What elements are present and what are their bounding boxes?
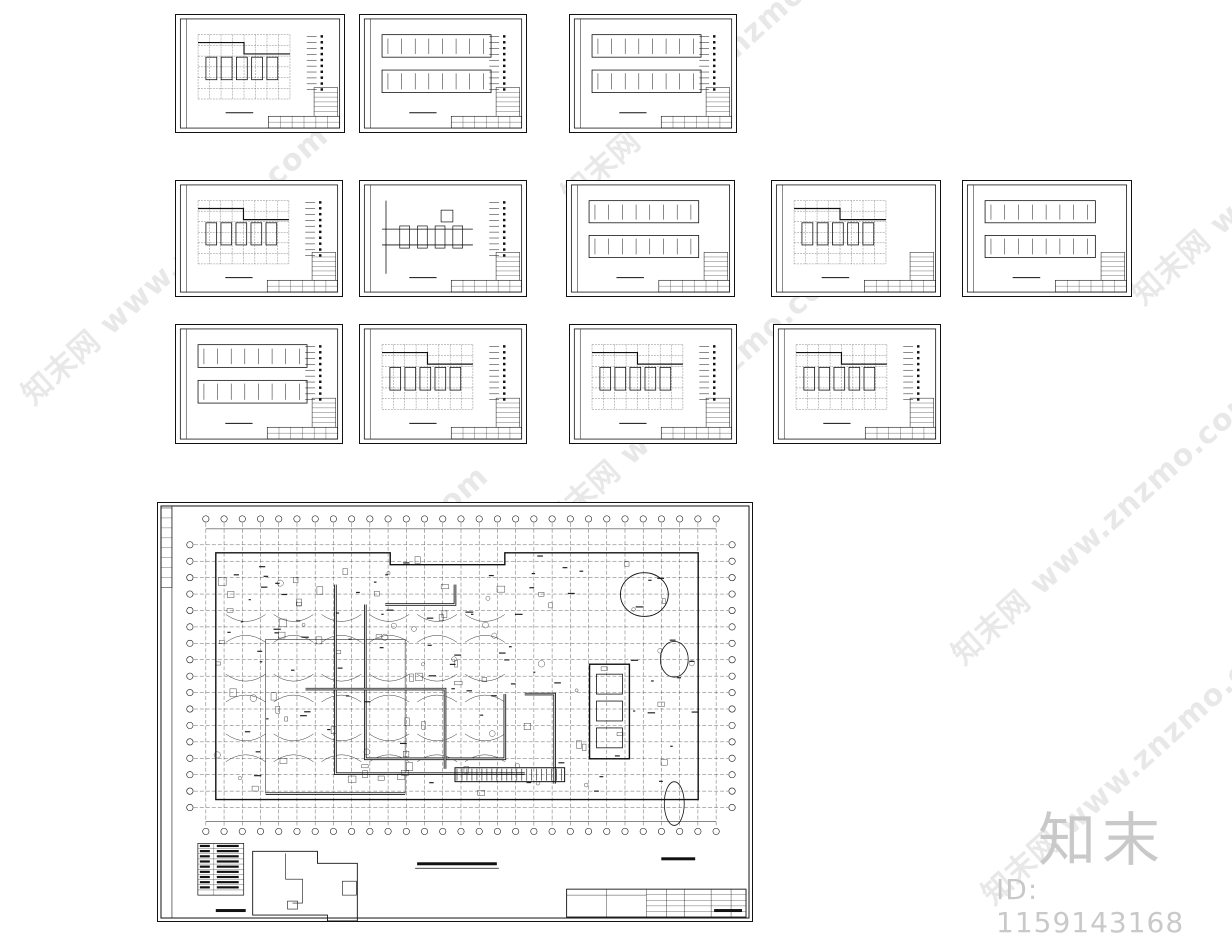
drawing-sheet-thumbnail[interactable] (175, 14, 345, 133)
drawing-sheet-thumbnail[interactable] (771, 180, 941, 297)
drawing-sheet-thumbnail[interactable] (962, 180, 1132, 297)
floor-plan-drawing (160, 505, 750, 921)
sheet-drawing (179, 18, 341, 129)
sheet-drawing (573, 18, 733, 129)
brand-logo-text: 知末 (1038, 806, 1167, 874)
sheet-drawing (363, 184, 523, 293)
sheet-drawing (777, 328, 937, 440)
drawing-sheet-thumbnail[interactable] (359, 14, 527, 133)
drawing-sheet-thumbnail[interactable] (773, 324, 941, 444)
sheet-drawing (966, 184, 1128, 293)
drawing-sheet-thumbnail[interactable] (175, 180, 343, 297)
sheet-drawing (363, 328, 523, 440)
drawing-sheet-thumbnail[interactable] (175, 324, 343, 444)
drawing-sheet-thumbnail[interactable] (359, 180, 527, 297)
brand-id-text: ID: 1159143168 (996, 873, 1185, 939)
drawing-sheet-thumbnail[interactable] (359, 324, 527, 444)
watermark-text: 知末网 www.znzmo.com (1125, 18, 1232, 312)
main-floor-plan-sheet[interactable] (157, 502, 753, 922)
drawing-sheet-thumbnail[interactable] (569, 14, 737, 133)
sheet-drawing (573, 328, 733, 440)
drawing-sheet-thumbnail[interactable] (566, 180, 735, 297)
sheet-drawing (775, 184, 937, 293)
sheet-drawing (179, 328, 339, 440)
sheet-drawing (179, 184, 339, 293)
sheet-drawing (363, 18, 523, 129)
sheet-drawing (570, 184, 731, 293)
drawing-sheet-thumbnail[interactable] (569, 324, 737, 444)
watermark-text: 知末网 www.znzmo.com (945, 378, 1232, 672)
